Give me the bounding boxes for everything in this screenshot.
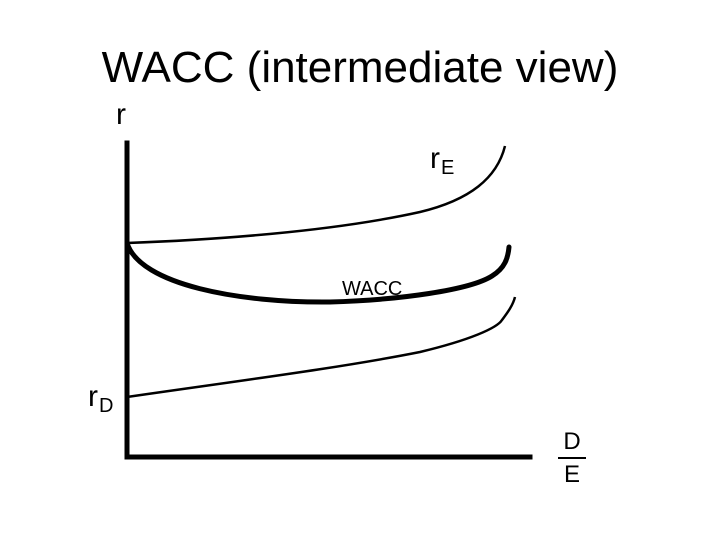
x-axis-label-numerator: D	[563, 428, 581, 455]
x-axis-label-denominator: E	[563, 461, 580, 488]
equity-cost-curve	[126, 145, 507, 245]
equity-cost-label: rE	[430, 142, 455, 179]
y-axis-label: r	[116, 98, 126, 131]
x-axis-label: D E	[556, 428, 588, 489]
debt-cost-symbol: r	[88, 380, 98, 413]
debt-cost-label: rD	[88, 380, 114, 417]
wacc-label: WACC	[342, 278, 403, 300]
debt-cost-curve	[126, 296, 517, 399]
fraction-bar	[558, 457, 586, 459]
debt-cost-subscript: D	[99, 395, 114, 417]
slide-title: WACC (intermediate view)	[101, 43, 619, 92]
equity-cost-symbol: r	[430, 142, 440, 175]
wacc-curve	[124, 240, 512, 305]
equity-cost-subscript: E	[441, 157, 455, 179]
